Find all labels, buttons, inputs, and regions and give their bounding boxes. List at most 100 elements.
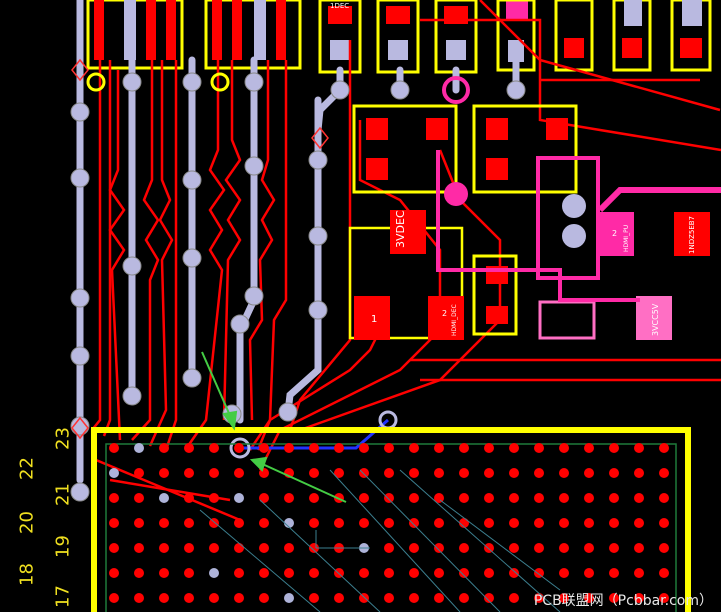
bga-ball (559, 493, 569, 503)
bga-ball (409, 518, 419, 528)
cap2-label: 2 (442, 309, 447, 318)
bga-ball (109, 593, 119, 603)
bga-ball (359, 518, 369, 528)
component-pads (354, 118, 710, 340)
bga-ball (484, 543, 494, 553)
bga-ball (484, 593, 494, 603)
bga-ball (409, 443, 419, 453)
bga-ball (159, 568, 169, 578)
bga-ball (484, 443, 494, 453)
bga-ball (209, 493, 219, 503)
bga-ball (434, 443, 444, 453)
cap2-pu-label: 2 (612, 229, 617, 238)
bga-ball (184, 468, 194, 478)
bga-ball (359, 568, 369, 578)
row-label-23: 23 (52, 427, 74, 450)
bga-ball (384, 593, 394, 603)
bga-ball (634, 493, 644, 503)
bga-ball (234, 443, 244, 453)
pink-component (436, 76, 721, 340)
bga-ball (659, 493, 669, 503)
bga-ball (234, 543, 244, 553)
bga-ball (609, 543, 619, 553)
bga-ball (484, 518, 494, 528)
bga-ball-grid (109, 443, 669, 603)
bga-ball (434, 593, 444, 603)
bga-ball (434, 518, 444, 528)
bga-ball (359, 593, 369, 603)
bga-ball (509, 443, 519, 453)
bga-ball (234, 493, 244, 503)
row-label-18: 18 (16, 563, 38, 586)
bga-ball (184, 443, 194, 453)
yellow-ring-vias (86, 72, 230, 92)
one-dec-label: 1DEC (330, 2, 349, 10)
bga-ball (309, 443, 319, 453)
bga-ball (159, 443, 169, 453)
watermark: PCB联盟网（Pcbbar.com） (533, 593, 713, 609)
bga-ball (459, 543, 469, 553)
bga-ball (459, 518, 469, 528)
bga-ball (584, 568, 594, 578)
vcc-label: 3VCC5V (651, 303, 660, 336)
bga-ball (309, 593, 319, 603)
bga-ball (534, 443, 544, 453)
bga-ball (509, 468, 519, 478)
bga-ball (334, 443, 344, 453)
gnd-vias (70, 72, 526, 502)
bga-ball (409, 593, 419, 603)
bga-ball (284, 568, 294, 578)
cap1-label: 1 (371, 314, 377, 325)
bga-ball (634, 568, 644, 578)
bga-ball (334, 518, 344, 528)
bga-ball (609, 493, 619, 503)
bga-ball (309, 468, 319, 478)
bga-ball (259, 593, 269, 603)
bga-ball (534, 493, 544, 503)
bga-ball (409, 543, 419, 553)
bga-ball (559, 518, 569, 528)
bga-ball (284, 443, 294, 453)
bga-ball (634, 543, 644, 553)
bga-ball (484, 568, 494, 578)
bga-ball (434, 468, 444, 478)
bga-ball (184, 543, 194, 553)
bga-ball (259, 443, 269, 453)
bga-ball (259, 518, 269, 528)
bga-ball (409, 568, 419, 578)
bga-ball (284, 493, 294, 503)
bga-ball (459, 468, 469, 478)
bga-ball (259, 568, 269, 578)
bga-ball (584, 518, 594, 528)
bga-ball (359, 468, 369, 478)
bga-ball (159, 493, 169, 503)
bga-ball (234, 593, 244, 603)
bga-ball (109, 543, 119, 553)
bga-ball (109, 518, 119, 528)
bga-ball (109, 468, 119, 478)
bga-ball (309, 518, 319, 528)
row-label-22: 22 (16, 457, 38, 480)
bga-ball (384, 518, 394, 528)
bga-ball (334, 468, 344, 478)
bga-ball (134, 543, 144, 553)
bga-ball (134, 593, 144, 603)
bga-ball (434, 543, 444, 553)
bga-ball (334, 593, 344, 603)
bga-ball (509, 518, 519, 528)
row-label-19: 19 (52, 535, 74, 558)
bga-ball (209, 593, 219, 603)
bga-ball (459, 493, 469, 503)
bga-ball (259, 493, 269, 503)
bga-ball (584, 468, 594, 478)
bga-ball (209, 443, 219, 453)
bga-ball (384, 568, 394, 578)
bga-ball (484, 493, 494, 503)
bga-ball (534, 468, 544, 478)
bga-ball (584, 443, 594, 453)
bga-ball (184, 593, 194, 603)
bga-ball (284, 593, 294, 603)
bga-ball (134, 493, 144, 503)
bga-ball (609, 518, 619, 528)
